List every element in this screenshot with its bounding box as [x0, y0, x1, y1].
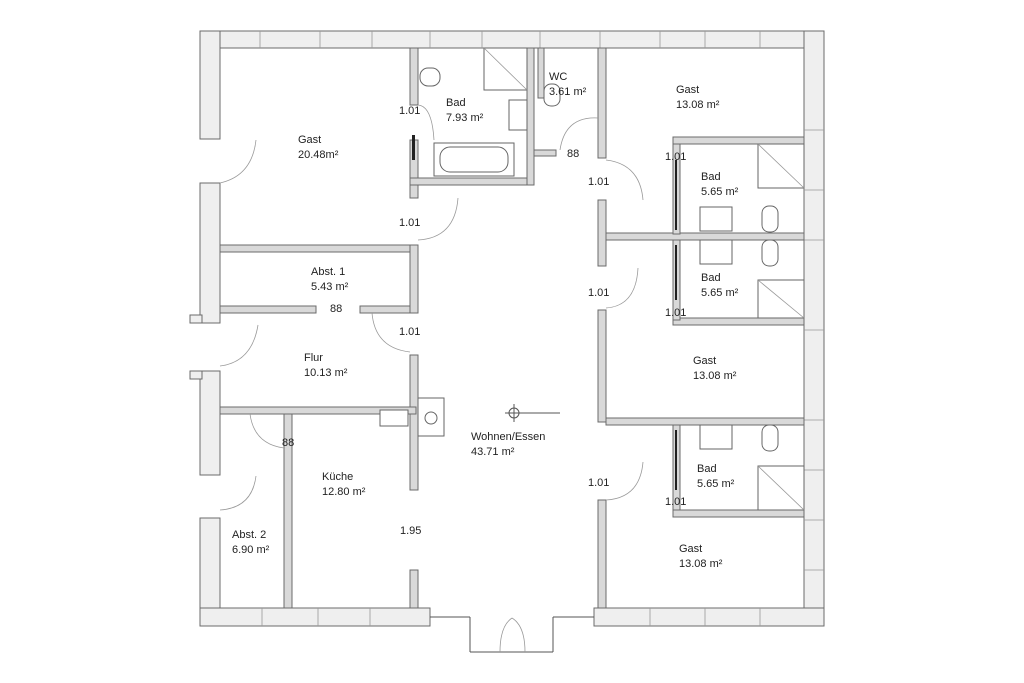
room-area: 5.65 m² [701, 287, 739, 299]
door-width-label: 88 [567, 148, 579, 160]
room-name: Gast [676, 84, 699, 96]
door-width-label: 1.01 [399, 326, 420, 338]
door-width-label: 1.01 [588, 287, 609, 299]
room-name: Bad [701, 171, 721, 183]
door-width-label: 1.01 [399, 217, 420, 229]
room-name: Abst. 1 [311, 266, 345, 278]
room-area: 43.71 m² [471, 446, 515, 458]
room-name: Abst. 2 [232, 529, 266, 541]
room-name: Gast [679, 543, 702, 555]
room-name: Wohnen/Essen [471, 431, 545, 443]
door-width-label: 1.01 [399, 105, 420, 117]
room-name: Bad [697, 463, 717, 475]
fixtures [379, 47, 805, 511]
room-area: 5.65 m² [701, 186, 739, 198]
room-name: Küche [322, 471, 353, 483]
room-area: 5.43 m² [311, 281, 349, 293]
dimension-labels: 1.01 1.01 1.01 1.01 1.01 1.01 1.01 1.01 … [282, 105, 686, 537]
room-name: Bad [446, 97, 466, 109]
door-width-label: 88 [330, 303, 342, 315]
door-width-label: 1.01 [665, 307, 686, 319]
room-area: 20.48m² [298, 149, 339, 161]
room-area: 13.08 m² [679, 558, 723, 570]
room-area: 12.80 m² [322, 486, 366, 498]
room-area: 7.93 m² [446, 112, 484, 124]
room-name: Bad [701, 272, 721, 284]
room-name: Flur [304, 352, 323, 364]
exterior-walls [189, 30, 825, 653]
room-labels: Gast 20.48m² Bad 7.93 m² WC 3.61 m² Gast… [232, 71, 739, 570]
door-width-label: 1.01 [665, 496, 686, 508]
room-area: 5.65 m² [697, 478, 735, 490]
interior-walls [219, 47, 805, 609]
room-area: 13.08 m² [676, 99, 720, 111]
door-width-label: 1.01 [665, 151, 686, 163]
room-name: Gast [298, 134, 321, 146]
passage-width-label: 1.95 [400, 525, 421, 537]
door-width-label: 88 [282, 437, 294, 449]
door-width-label: 1.01 [588, 176, 609, 188]
room-area: 13.08 m² [693, 370, 737, 382]
room-name: WC [549, 71, 567, 83]
door-swings [219, 104, 644, 511]
door-width-label: 1.01 [588, 477, 609, 489]
room-name: Gast [693, 355, 716, 367]
room-area: 3.61 m² [549, 86, 587, 98]
room-area: 6.90 m² [232, 544, 270, 556]
room-area: 10.13 m² [304, 367, 348, 379]
